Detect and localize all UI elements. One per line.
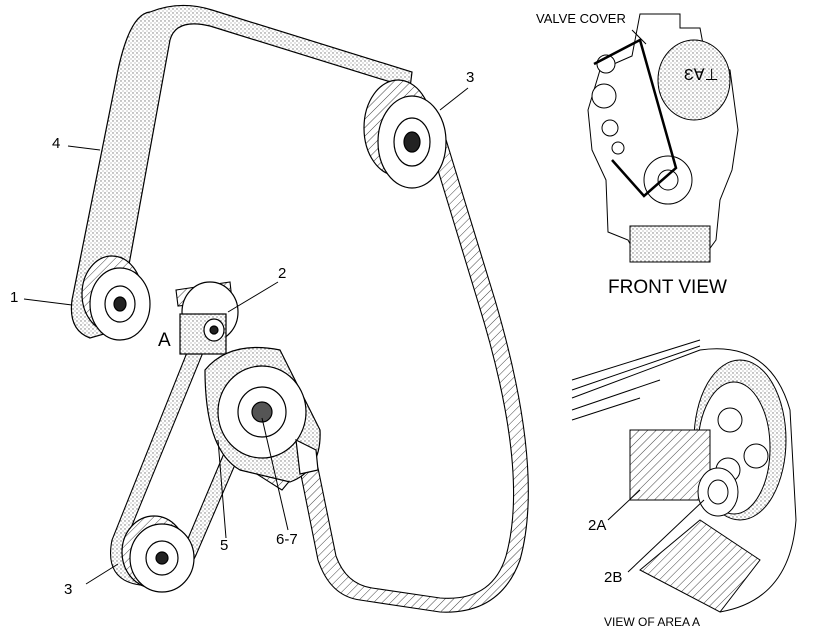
area-a-detail [571, 339, 797, 613]
pulley-left [81, 255, 151, 341]
callout-2a: 2A [588, 517, 606, 534]
leader-lines [23, 87, 469, 585]
callout-3-bottom: 3 [64, 581, 72, 598]
callout-area-a: A [158, 330, 171, 351]
pulley-top-right [363, 79, 447, 189]
pulley-bottom-left [121, 515, 195, 593]
callout-4: 4 [52, 135, 60, 152]
front-view-label: FRONT VIEW [608, 277, 727, 298]
svg-text:Ɛ∀⊥: Ɛ∀⊥ [684, 67, 719, 84]
front-view-engine: Ɛ∀⊥ [587, 13, 739, 263]
ribbed-belt [299, 119, 529, 613]
callout-6-7: 6-7 [276, 531, 298, 548]
callout-1: 1 [10, 289, 18, 306]
callout-3-top: 3 [466, 69, 474, 86]
callout-2b: 2B [604, 569, 622, 586]
view-of-area-a-label: VIEW OF AREA A [604, 615, 700, 629]
callout-5: 5 [220, 537, 228, 554]
callout-2: 2 [278, 265, 286, 282]
tensioner-assembly [179, 281, 321, 483]
valve-cover-label: VALVE COVER [536, 11, 626, 26]
